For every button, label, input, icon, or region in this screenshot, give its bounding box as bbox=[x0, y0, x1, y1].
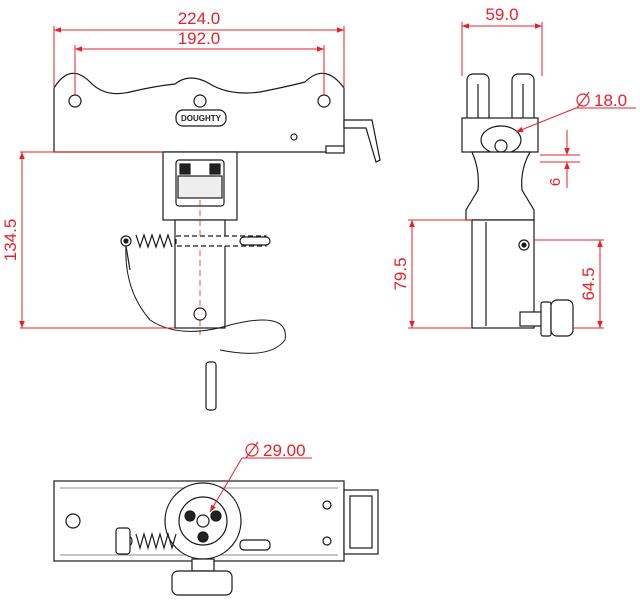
front-spigot-pin-hole bbox=[193, 307, 207, 321]
bottom-knob-neck bbox=[191, 558, 215, 572]
dim-side-bore-diameter: 18.0 bbox=[594, 91, 627, 110]
bottom-hole-icon bbox=[65, 513, 81, 529]
side-neck bbox=[465, 151, 535, 221]
bottom-knob bbox=[171, 570, 233, 596]
bottom-spring bbox=[135, 531, 177, 551]
side-knob-plate bbox=[519, 311, 543, 327]
bottom-dimensions bbox=[209, 457, 312, 513]
front-hole-right-icon bbox=[317, 94, 331, 108]
dim-side-spigot-length: 79.5 bbox=[391, 257, 410, 290]
dim-front-height: 134.5 bbox=[1, 219, 20, 262]
dim-side-pin-height: 64.5 bbox=[579, 267, 598, 300]
front-screw-icon bbox=[290, 133, 298, 141]
front-safety-pin bbox=[175, 235, 267, 247]
dim-bottom-spigot-diameter: 29.00 bbox=[263, 441, 306, 460]
front-dimensions bbox=[19, 26, 345, 329]
dim-front-hole-pitch: 192.0 bbox=[178, 29, 221, 48]
front-spring bbox=[135, 233, 173, 249]
dim-front-overall-width: 224.0 bbox=[178, 9, 221, 28]
bottom-view bbox=[53, 480, 379, 596]
diameter-icon bbox=[576, 91, 590, 109]
front-hole-left-icon bbox=[68, 94, 82, 108]
dim-side-gap: 6 bbox=[547, 178, 564, 186]
dim-side-width: 59.0 bbox=[485, 5, 518, 24]
logo-badge bbox=[175, 109, 227, 127]
side-view bbox=[461, 73, 574, 337]
front-hole-center-icon bbox=[193, 94, 207, 108]
side-spigot bbox=[471, 219, 535, 329]
front-view: DOUGHTY bbox=[53, 72, 381, 411]
front-latch-tab bbox=[325, 145, 345, 154]
front-lanyard-pin bbox=[205, 361, 217, 411]
front-latch bbox=[343, 119, 381, 163]
front-lanyard bbox=[125, 245, 286, 354]
bottom-pin bbox=[239, 539, 271, 551]
side-dimensions bbox=[408, 22, 636, 329]
logo-text: DOUGHTY bbox=[181, 114, 222, 123]
side-knob bbox=[550, 299, 574, 337]
diameter-icon-bottom bbox=[245, 441, 259, 459]
